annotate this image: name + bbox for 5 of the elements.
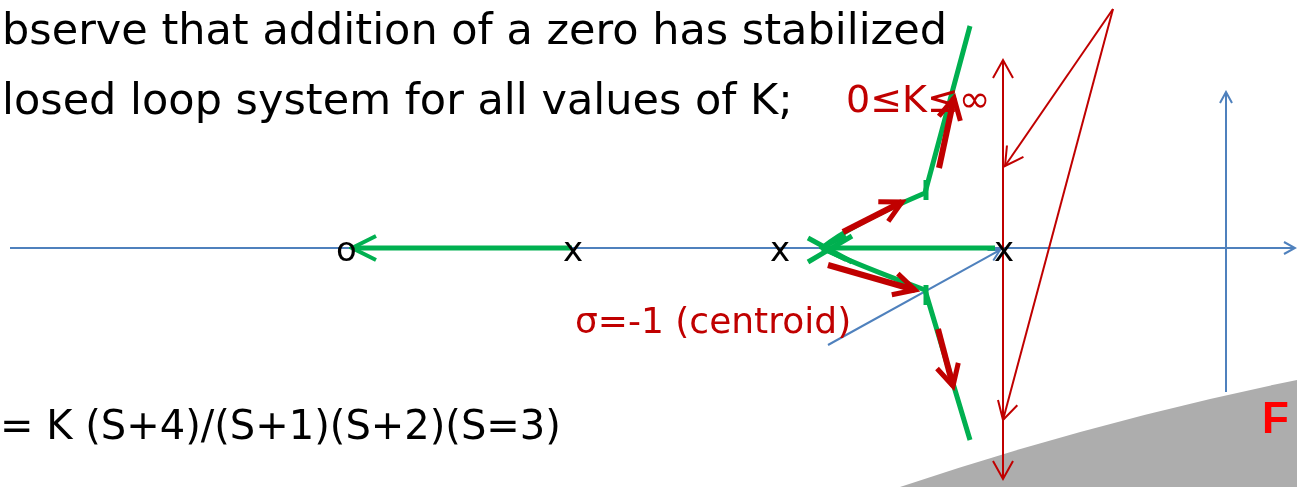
cut-off-letter: F: [1262, 396, 1289, 440]
annotation-text: bserve that addition of a zero has stabilized: [2, 8, 947, 51]
annotation-text: losed loop system for all values of K;: [2, 78, 793, 121]
annotation-text: σ=-1 (centroid): [575, 303, 852, 339]
transfer-function: = K (S+4)/(S+1)(S+2)(S=3): [0, 405, 561, 445]
